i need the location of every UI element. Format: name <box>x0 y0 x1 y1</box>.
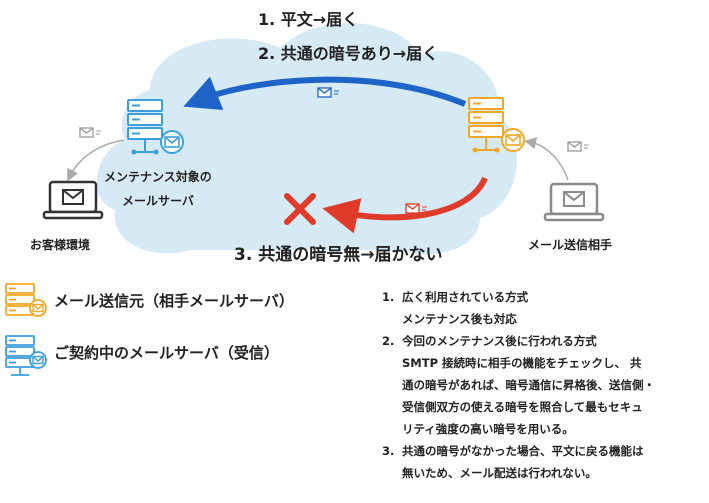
note-item: 2. 今回のメンテナンス後に行われる方式 SMTP 接続時に相手の機能をチェック… <box>382 330 702 440</box>
note-number: 1. <box>382 290 395 304</box>
note-item: 3. 共通の暗号がなかった場合、平文に戻る機能は 無いため、メール配送は行われな… <box>382 440 702 484</box>
flow-label-no-common-cipher: 3. 共通の暗号無→届かない <box>234 245 443 265</box>
notes-list: 1. 広く利用されている方式 メンテナンス後も対応 2. 今回のメンテナンス後に… <box>382 286 702 484</box>
mail-icon-gray-right <box>567 141 589 152</box>
note-number: 3. <box>382 444 395 458</box>
gray-arrow-to-customer <box>67 139 125 182</box>
maintenance-server-label-line1: メンテナンス対象の <box>104 170 212 184</box>
note-text: 広く利用されている方式 メンテナンス後も対応 <box>402 290 529 326</box>
blue-arrow <box>183 76 467 111</box>
maintenance-server-label-line2: メールサーバ <box>122 194 194 208</box>
note-text: 共通の暗号がなかった場合、平文に戻る機能は 無いため、メール配送は行われない。 <box>402 444 644 480</box>
laptop-sender-icon <box>543 182 605 222</box>
laptop-customer-icon <box>42 180 104 220</box>
note-number: 2. <box>382 334 395 348</box>
red-arrow <box>322 176 488 234</box>
fail-x-icon <box>284 193 316 225</box>
note-item: 1. 広く利用されている方式 メンテナンス後も対応 <box>382 286 702 330</box>
note-text: 今回のメンテナンス後に行われる方式 SMTP 接続時に相手の機能をチェックし、 … <box>402 334 655 436</box>
mail-icon-blue <box>317 87 339 98</box>
mail-icon-red <box>405 203 427 214</box>
mail-icon-gray-left <box>79 127 101 138</box>
flow-label-common-cipher: 2. 共通の暗号あり→届く <box>258 44 439 63</box>
customer-env-label: お客様環境 <box>30 238 91 252</box>
server-blue-icon <box>127 99 184 155</box>
flow-label-plain: 1. 平文→届く <box>258 10 359 29</box>
legend-sender-label: メール送信元（相手メールサーバ） <box>54 292 294 310</box>
sender-label: メール送信相手 <box>528 238 613 252</box>
legend-server-orange-icon <box>5 283 47 317</box>
legend-server-blue-icon <box>5 335 47 376</box>
server-orange-icon <box>468 97 525 153</box>
gray-arrow-from-sender <box>524 137 569 181</box>
legend-receiver-label: ご契約中のメールサーバ（受信） <box>54 344 279 362</box>
